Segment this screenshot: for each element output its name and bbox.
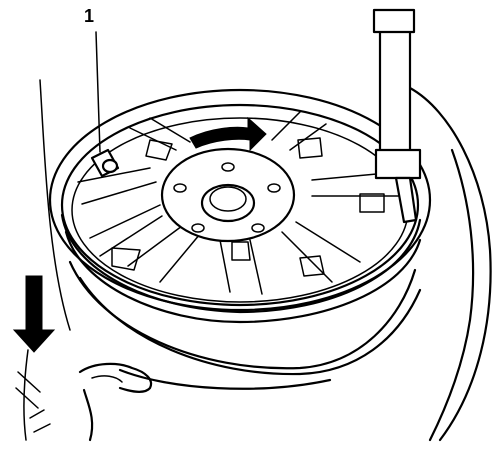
callout-leader-line — [95, 31, 101, 153]
push-down-arrow — [12, 275, 56, 353]
valve-stem — [90, 31, 120, 178]
wheel-hub — [160, 147, 296, 243]
hand — [78, 362, 153, 442]
rotation-arrow — [189, 116, 267, 152]
wheel-pockets — [111, 137, 385, 277]
tire-bead — [68, 260, 422, 390]
callout-label-1: 1 — [84, 6, 95, 26]
tire-sidewall — [15, 79, 492, 442]
wheel-rim — [48, 88, 432, 324]
mounting-head — [372, 8, 422, 224]
